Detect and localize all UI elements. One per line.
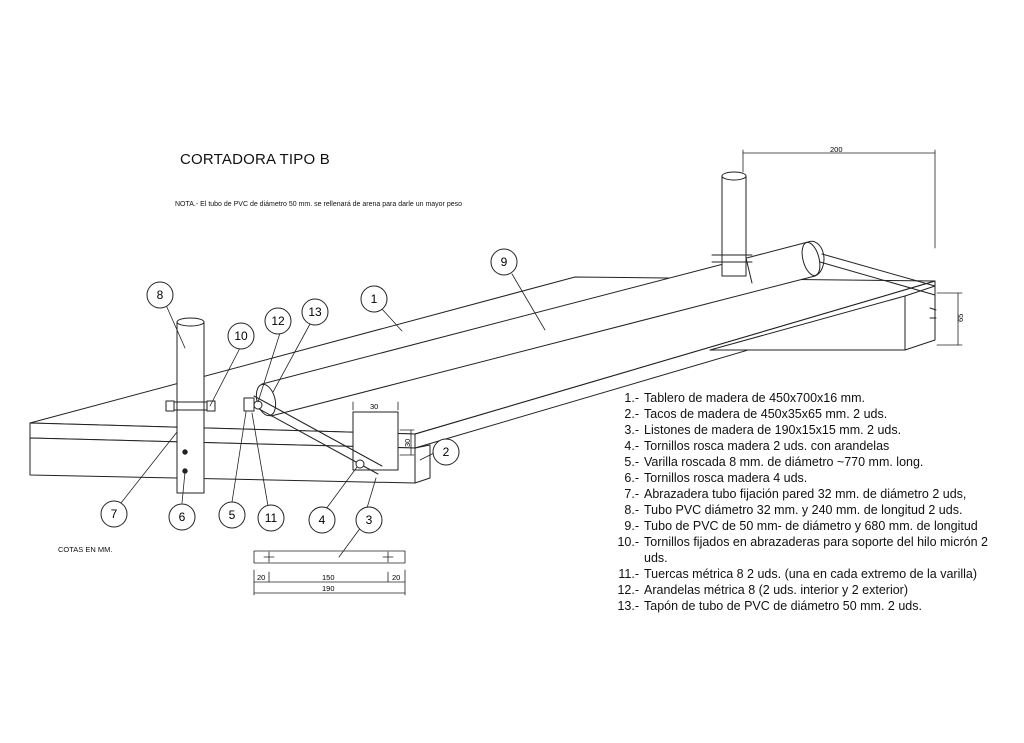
drawing-note: NOTA.- El tubo de PVC de diámetro 50 mm.…	[175, 201, 463, 208]
vertical-tube-left	[165, 317, 216, 494]
callout-5: 5	[218, 501, 246, 529]
parts-list-item: 5.-Varilla roscada 8 mm. de diámetro ~77…	[624, 455, 924, 469]
dimension-lines	[253, 149, 963, 596]
callout-3: 3	[355, 506, 383, 534]
svg-text:5: 5	[229, 508, 236, 522]
callout-4: 4	[308, 506, 336, 534]
parts-list-item: 7.-Abrazadera tubo fijación pared 32 mm.…	[624, 487, 967, 501]
parts-list: 1.-Tablero de madera de 450x700x16 mm. 2…	[606, 390, 1004, 614]
parts-list-item: 10.-Tornillos fijados en abrazaderas par…	[617, 535, 988, 565]
parts-list-item: 8.-Tubo PVC diámetro 32 mm. y 240 mm. de…	[624, 503, 963, 517]
callout-9: 9	[490, 248, 518, 276]
callout-1: 1	[360, 285, 388, 313]
parts-list-item: 11.-Tuercas métrica 8 2 uds. (una en cad…	[618, 567, 978, 581]
callout-7: 7	[100, 500, 128, 528]
svg-text:11: 11	[265, 511, 278, 525]
callout-2: 2	[432, 438, 460, 466]
parts-list-item: 12.-Arandelas métrica 8 (2 uds. interior…	[617, 583, 908, 597]
svg-text:4: 4	[319, 513, 326, 527]
parts-list-item: 6.-Tornillos rosca madera 4 uds.	[624, 471, 808, 485]
parts-list-item: 13.-Tapón de tubo de PVC de diámetro 50 …	[617, 599, 922, 613]
callout-12: 12	[264, 307, 292, 335]
svg-text:1: 1	[371, 292, 378, 306]
parts-list-item: 4.-Tornillos rosca madera 2 uds. con ara…	[624, 439, 890, 453]
units-label: COTAS EN MM.	[58, 545, 113, 554]
dim-side-height: 65	[956, 314, 965, 322]
vertical-tube-right	[711, 171, 753, 277]
svg-text:6: 6	[179, 510, 186, 524]
drawing-title: CORTADORA TIPO B	[180, 151, 330, 168]
svg-text:2: 2	[443, 445, 450, 459]
callout-11: 11	[257, 504, 285, 532]
dim-strip-middle: 150	[322, 573, 335, 582]
svg-text:12: 12	[271, 314, 285, 328]
callout-6: 6	[168, 503, 196, 531]
svg-text:3: 3	[366, 513, 373, 527]
parts-list-item: 1.-Tablero de madera de 450x700x16 mm.	[624, 391, 865, 405]
svg-text:9: 9	[501, 255, 508, 269]
parts-list-item: 3.-Listones de madera de 190x15x15 mm. 2…	[624, 423, 902, 437]
parts-list-item: 2.-Tacos de madera de 450x35x65 mm. 2 ud…	[624, 407, 888, 421]
dim-strip-right: 20	[392, 573, 400, 582]
callout-13: 13	[301, 298, 329, 326]
threaded-rod	[249, 253, 936, 475]
parts-list-item: 9.-Tubo de PVC de 50 mm- de diámetro y 6…	[624, 519, 978, 533]
svg-text:7: 7	[111, 507, 118, 521]
callout-leaders	[120, 273, 546, 558]
dim-top-width: 200	[830, 145, 843, 154]
svg-text:10: 10	[234, 329, 248, 343]
dim-strip-total: 190	[322, 584, 335, 593]
svg-text:13: 13	[308, 305, 322, 319]
svg-text:8: 8	[157, 288, 164, 302]
dim-strip-left: 20	[257, 573, 265, 582]
dim-block-width: 30	[370, 402, 378, 411]
dim-block-height: 30	[403, 439, 412, 447]
callout-8: 8	[146, 281, 174, 309]
callout-10: 10	[227, 322, 255, 350]
